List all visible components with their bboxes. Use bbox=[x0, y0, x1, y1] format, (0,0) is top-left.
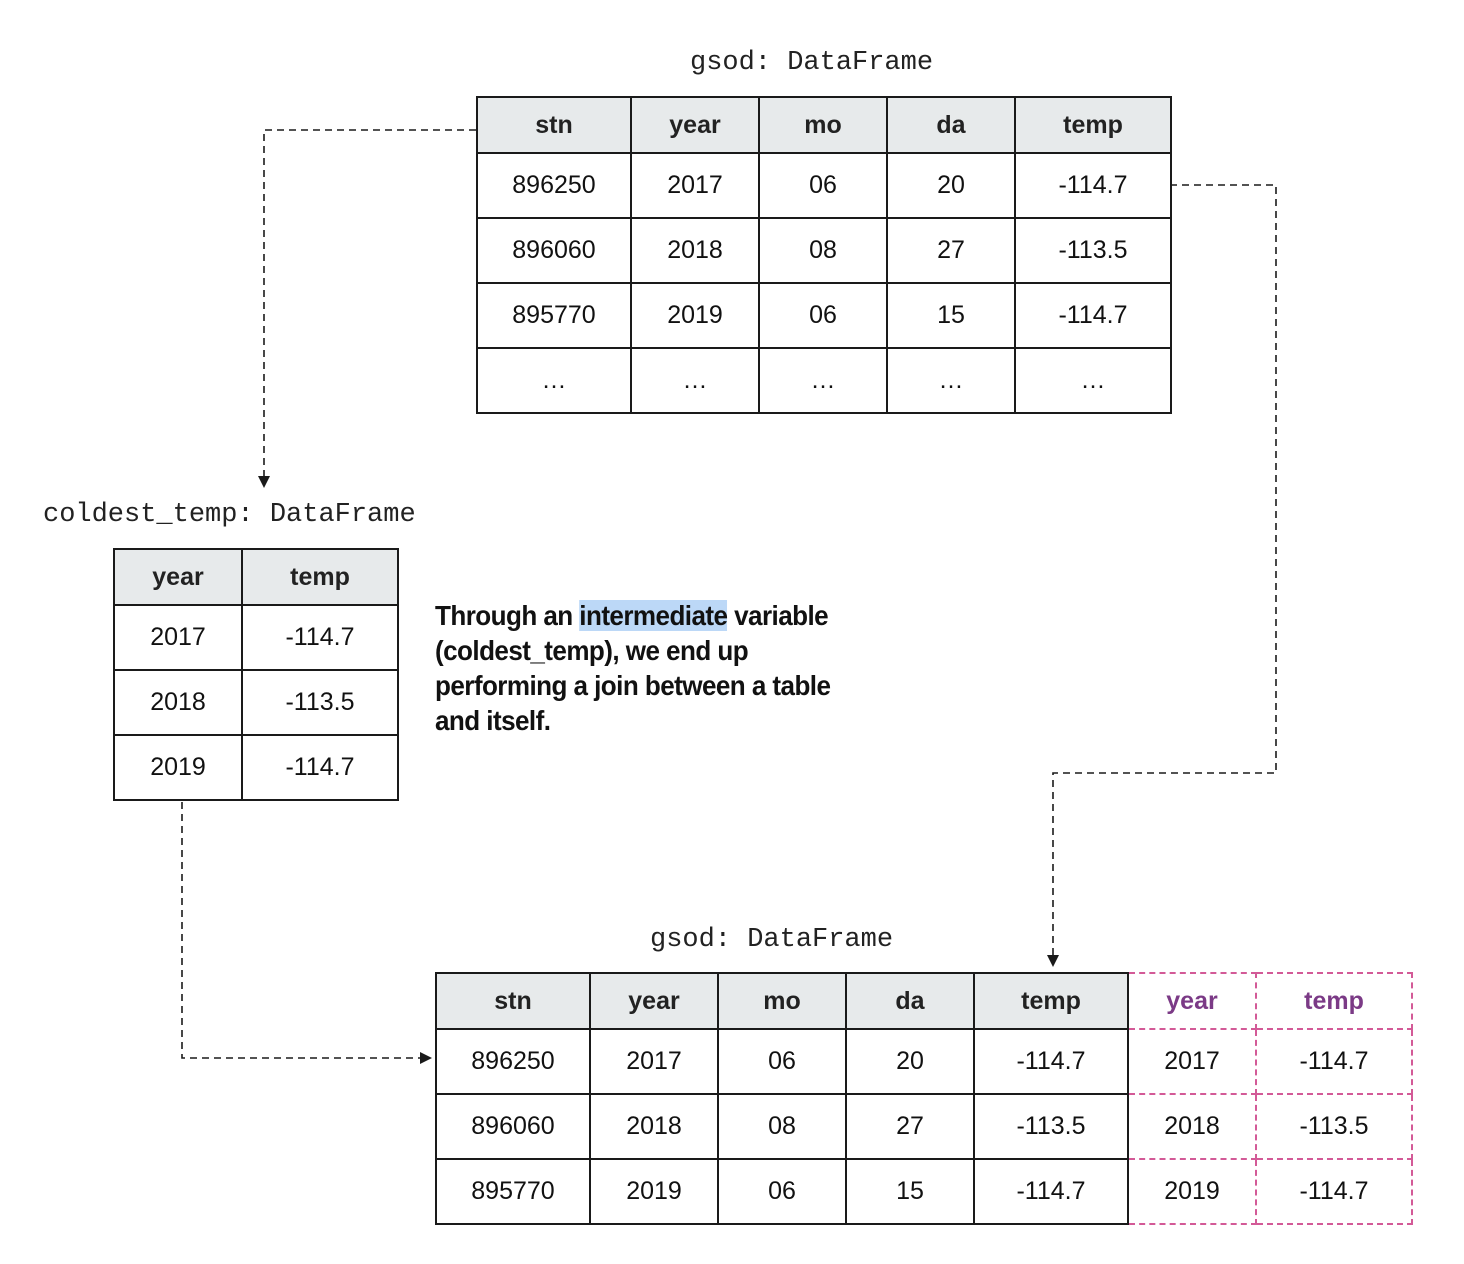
column-header: year bbox=[113, 548, 243, 606]
table-cell: -114.7 bbox=[241, 734, 399, 801]
table-cell: 2017 bbox=[589, 1028, 719, 1095]
table-cell: 2019 bbox=[113, 734, 243, 801]
table-row: 896250 2017 06 20 -114.7 bbox=[476, 152, 1172, 219]
column-header: temp bbox=[241, 548, 399, 606]
column-header: year bbox=[589, 972, 719, 1030]
joined-column-header: temp bbox=[1255, 972, 1413, 1030]
table-cell: -114.7 bbox=[973, 1028, 1129, 1095]
table-cell: 15 bbox=[845, 1158, 975, 1225]
joined-cell: 2017 bbox=[1127, 1028, 1257, 1095]
table-cell: -114.7 bbox=[241, 604, 399, 671]
table-cell: 895770 bbox=[435, 1158, 591, 1225]
table-cell: 2017 bbox=[113, 604, 243, 671]
table-cell: -114.7 bbox=[1014, 152, 1172, 219]
table-cell: -114.7 bbox=[1014, 282, 1172, 349]
coldest-table-title: coldest_temp: DataFrame bbox=[43, 500, 416, 530]
table-row-ellipsis: … … … … … bbox=[476, 347, 1172, 414]
arrow-coldest-to-joined bbox=[181, 802, 432, 1064]
top-table-title: gsod: DataFrame bbox=[690, 48, 934, 78]
joined-cell: 2019 bbox=[1127, 1158, 1257, 1225]
table-cell: 896250 bbox=[435, 1028, 591, 1095]
table-cell: 2017 bbox=[630, 152, 760, 219]
top-gsod-table: stn year mo da temp 896250 2017 06 20 -1… bbox=[476, 96, 1172, 414]
table-header-row: year temp bbox=[113, 548, 399, 606]
table-row: 2018 -113.5 bbox=[113, 669, 399, 736]
column-header: year bbox=[630, 96, 760, 154]
column-header: stn bbox=[435, 972, 591, 1030]
column-header: temp bbox=[1014, 96, 1172, 154]
table-cell: -113.5 bbox=[241, 669, 399, 736]
joined-cell: 2018 bbox=[1127, 1093, 1257, 1160]
table-cell: … bbox=[1014, 347, 1172, 414]
table-cell: -113.5 bbox=[1014, 217, 1172, 284]
table-row: 896060 2018 08 27 -113.5 2018 -113.5 bbox=[435, 1093, 1413, 1160]
note-highlight: intermediate bbox=[579, 600, 728, 631]
table-row: 896250 2017 06 20 -114.7 2017 -114.7 bbox=[435, 1028, 1413, 1095]
table-cell: 06 bbox=[717, 1028, 847, 1095]
table-cell: 895770 bbox=[476, 282, 632, 349]
column-header: da bbox=[845, 972, 975, 1030]
table-cell: 20 bbox=[845, 1028, 975, 1095]
annotation-note: Through an intermediate variable (coldes… bbox=[435, 598, 863, 738]
table-row: 895770 2019 06 15 -114.7 2019 -114.7 bbox=[435, 1158, 1413, 1225]
arrow-gsod-to-coldest bbox=[258, 129, 476, 488]
table-cell: 27 bbox=[845, 1093, 975, 1160]
table-cell: -114.7 bbox=[973, 1158, 1129, 1225]
table-cell: 2018 bbox=[113, 669, 243, 736]
table-cell: 896060 bbox=[476, 217, 632, 284]
joined-cell: -113.5 bbox=[1255, 1093, 1413, 1160]
table-header-row: stn year mo da temp year temp bbox=[435, 972, 1413, 1030]
table-cell: … bbox=[886, 347, 1016, 414]
joined-cell: -114.7 bbox=[1255, 1158, 1413, 1225]
table-cell: 20 bbox=[886, 152, 1016, 219]
table-cell: 2018 bbox=[630, 217, 760, 284]
table-cell: 06 bbox=[717, 1158, 847, 1225]
table-cell: 15 bbox=[886, 282, 1016, 349]
table-header-row: stn year mo da temp bbox=[476, 96, 1172, 154]
table-cell: 06 bbox=[758, 152, 888, 219]
note-text-before: Through an bbox=[435, 600, 580, 631]
coldest-temp-table: year temp 2017 -114.7 2018 -113.5 2019 -… bbox=[113, 548, 399, 801]
table-cell: 2018 bbox=[589, 1093, 719, 1160]
table-cell: 896250 bbox=[476, 152, 632, 219]
column-header: da bbox=[886, 96, 1016, 154]
joined-cell: -114.7 bbox=[1255, 1028, 1413, 1095]
table-cell: 08 bbox=[758, 217, 888, 284]
table-cell: 896060 bbox=[435, 1093, 591, 1160]
table-cell: 2019 bbox=[630, 282, 760, 349]
table-cell: … bbox=[476, 347, 632, 414]
table-cell: … bbox=[758, 347, 888, 414]
column-header: stn bbox=[476, 96, 632, 154]
table-cell: -113.5 bbox=[973, 1093, 1129, 1160]
column-header: temp bbox=[973, 972, 1129, 1030]
column-header: mo bbox=[717, 972, 847, 1030]
table-cell: 2019 bbox=[589, 1158, 719, 1225]
note-text-after: variable (coldest_temp), we end up perfo… bbox=[435, 600, 831, 736]
arrow-gsod-to-joined bbox=[1047, 184, 1277, 967]
table-row: 895770 2019 06 15 -114.7 bbox=[476, 282, 1172, 349]
table-cell: 27 bbox=[886, 217, 1016, 284]
table-row: 2017 -114.7 bbox=[113, 604, 399, 671]
table-cell: … bbox=[630, 347, 760, 414]
table-cell: 08 bbox=[717, 1093, 847, 1160]
bottom-table-title: gsod: DataFrame bbox=[650, 925, 894, 955]
table-row: 896060 2018 08 27 -113.5 bbox=[476, 217, 1172, 284]
table-cell: 06 bbox=[758, 282, 888, 349]
joined-column-header: year bbox=[1127, 972, 1257, 1030]
column-header: mo bbox=[758, 96, 888, 154]
bottom-gsod-joined-table: stn year mo da temp year temp 896250 201… bbox=[435, 972, 1413, 1225]
table-row: 2019 -114.7 bbox=[113, 734, 399, 801]
